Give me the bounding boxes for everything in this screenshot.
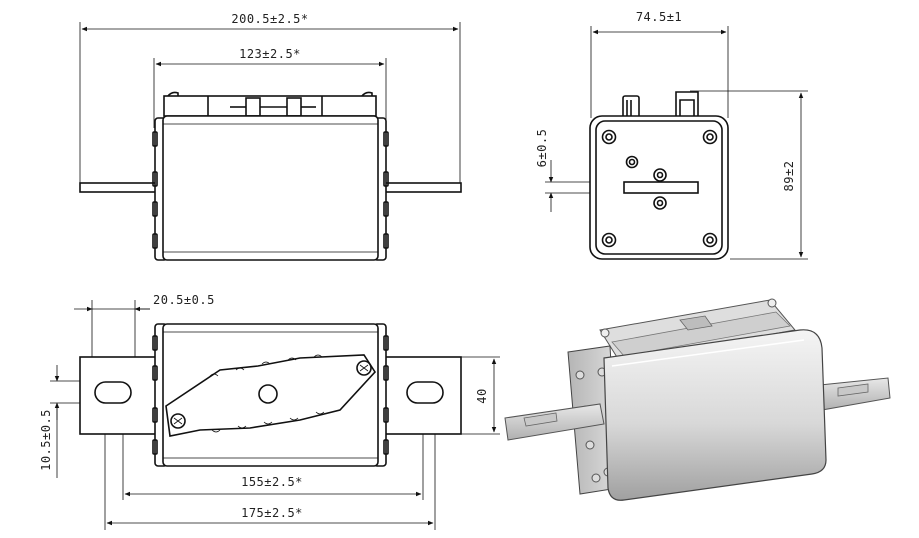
- dim-overall-length: 200.5±2.5*: [231, 12, 308, 26]
- dim-tag-offset: 20.5±0.5: [153, 293, 215, 307]
- dim-side-height: 89±2: [782, 161, 796, 192]
- dim-side-width: 74.5±1: [636, 10, 682, 24]
- top-view: 20.5±0.5 10.5±0.5 40 155±2.5* 175±2.5*: [39, 292, 500, 530]
- dim-side-slot-offset: 6±0.5: [535, 129, 549, 168]
- fuse-isometric-render: [504, 298, 891, 501]
- dim-body-length: 123±2.5*: [239, 47, 301, 61]
- dim-hole-spacing: 155±2.5*: [241, 475, 303, 489]
- dim-slot-width: 10.5±0.5: [39, 409, 53, 471]
- front-view: 200.5±2.5* 123±2.5*: [79, 11, 462, 261]
- dim-body-depth: 40: [475, 388, 489, 403]
- dim-overall-length-bottom: 175±2.5*: [241, 506, 303, 520]
- side-view: 74.5±1 89±2 6±0.5: [535, 9, 808, 260]
